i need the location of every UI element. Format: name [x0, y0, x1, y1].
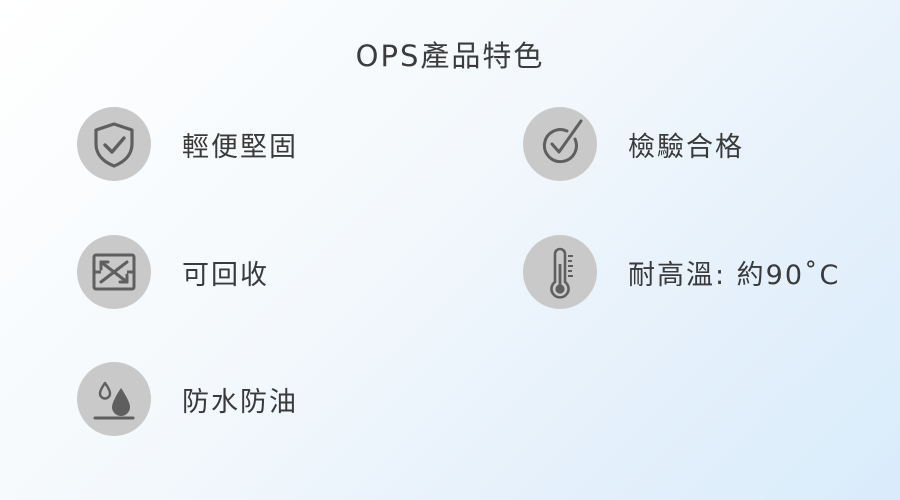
feature-heat-resistant: 耐高溫: 約90˚C	[523, 235, 840, 309]
feature-lightweight-sturdy: 輕便堅固	[77, 107, 298, 181]
feature-label: 耐高溫: 約90˚C	[628, 259, 841, 291]
water-drop-icon	[77, 362, 151, 436]
thermometer-icon	[523, 235, 597, 309]
feature-label: 檢驗合格	[628, 131, 744, 163]
shield-check-icon	[77, 107, 151, 181]
feature-label: 防水防油	[182, 386, 298, 418]
circle-check-icon	[523, 107, 597, 181]
feature-certified: 檢驗合格	[523, 107, 744, 181]
recycle-icon	[77, 235, 151, 309]
feature-waterproof-oilproof: 防水防油	[77, 362, 298, 436]
feature-label: 可回收	[182, 259, 269, 291]
feature-recyclable: 可回收	[77, 235, 269, 309]
feature-label: 輕便堅固	[182, 131, 298, 163]
page-title: OPS產品特色	[355, 39, 545, 73]
